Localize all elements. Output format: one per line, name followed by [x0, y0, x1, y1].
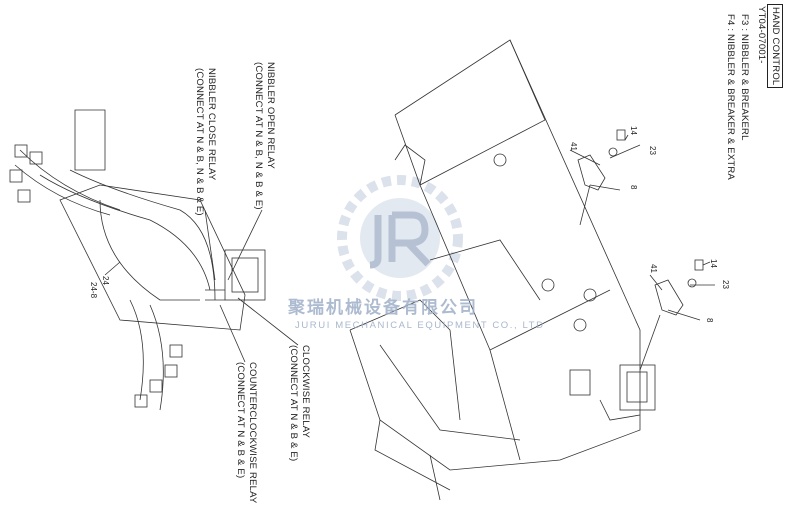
bracket-group-lower [639, 259, 715, 371]
note-f3: F3 : NIBBLER & BREAKERL [739, 14, 750, 141]
part-label-14: 14 [709, 259, 718, 268]
leader-counterclockwise [219, 304, 246, 363]
part-code: YT04-07001- [756, 6, 767, 64]
callout-note: (CONNECT AT N & B, N & B & E) [194, 68, 205, 216]
part-label-41: 41 [569, 142, 578, 151]
frame-assembly [349, 39, 656, 501]
leader-clockwise [237, 297, 299, 346]
callout-note: (CONNECT AT N & B & E) [235, 362, 246, 479]
wire-harness [9, 109, 266, 411]
callout-title: CLOCKWISE RELAY [300, 345, 311, 439]
callout-title: COUNTERCLOCKWISE RELAY [247, 362, 258, 504]
leader-24 [104, 261, 121, 276]
leader-nibbler-open [227, 209, 263, 281]
leader-nibbler-close [204, 209, 216, 281]
callout-clockwise-relay: CLOCKWISE RELAY (CONNECT AT N & B & E) [287, 345, 311, 461]
callout-counterclockwise-relay: COUNTERCLOCKWISE RELAY (CONNECT AT N & B… [234, 362, 258, 503]
callout-nibbler-open-relay: NIBBLER OPEN RELAY (CONNECT AT N & B, N … [252, 62, 276, 210]
bracket-group-upper [569, 129, 641, 226]
callout-note: (CONNECT AT N & B & E) [288, 345, 299, 462]
part-label-41: 41 [649, 264, 658, 273]
part-label-23: 23 [721, 280, 730, 289]
part-label-8: 8 [629, 185, 638, 190]
watermark-english: JURUI MECHANICAL EQUIPMENT CO., LTD [295, 320, 545, 331]
part-label-14: 14 [629, 126, 638, 135]
part-label-24-8: 24-8 [89, 282, 98, 299]
callout-title: NIBBLER OPEN RELAY [265, 62, 276, 169]
callout-nibbler-close-relay: NIBBLER CLOSE RELAY (CONNECT AT N & B, N… [193, 68, 217, 216]
part-label-8: 8 [705, 318, 714, 323]
note-f4: F4 : NIBBLER & BREAKER & EXTRA [725, 14, 736, 180]
callout-note: (CONNECT AT N & B, N & B & E) [253, 62, 264, 210]
part-label-23: 23 [648, 146, 657, 155]
part-label-24: 24 [101, 276, 110, 285]
callout-title: NIBBLER CLOSE RELAY [206, 68, 217, 181]
watermark-chinese: 聚瑞机械设备有限公司 [288, 298, 478, 317]
watermark-logo [337, 175, 463, 301]
drawing-title: HAND CONTROL [767, 4, 783, 89]
